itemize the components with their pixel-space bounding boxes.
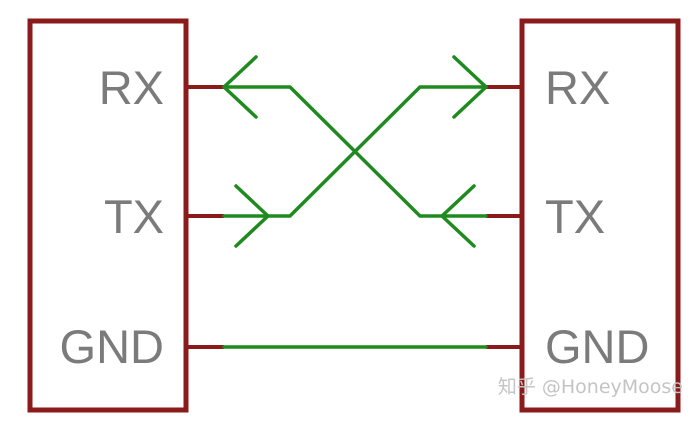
left-pin-gnd-label: GND <box>60 320 164 373</box>
left-device-outline <box>27 18 189 413</box>
right-device: RX TX GND <box>519 18 681 413</box>
right-device-outline <box>519 18 681 413</box>
left-device: RX TX GND <box>27 18 189 413</box>
right-pin-gnd-label: GND <box>545 320 649 373</box>
wire-right-tx-to-left-rx <box>222 55 488 248</box>
arrow-left-icon <box>440 184 476 248</box>
watermark-text: 知乎 @HoneyMoose <box>498 376 683 398</box>
left-pin-tx-label: TX <box>104 190 164 243</box>
pin-stubs <box>186 85 522 349</box>
wire-path <box>222 85 488 218</box>
arrow-left-icon <box>222 55 258 119</box>
arrow-right-icon <box>452 55 488 119</box>
arrow-right-icon <box>234 184 270 248</box>
right-pin-tx-label: TX <box>545 190 605 243</box>
right-pin-rx-label: RX <box>545 61 610 114</box>
left-pin-rx-label: RX <box>99 61 164 114</box>
